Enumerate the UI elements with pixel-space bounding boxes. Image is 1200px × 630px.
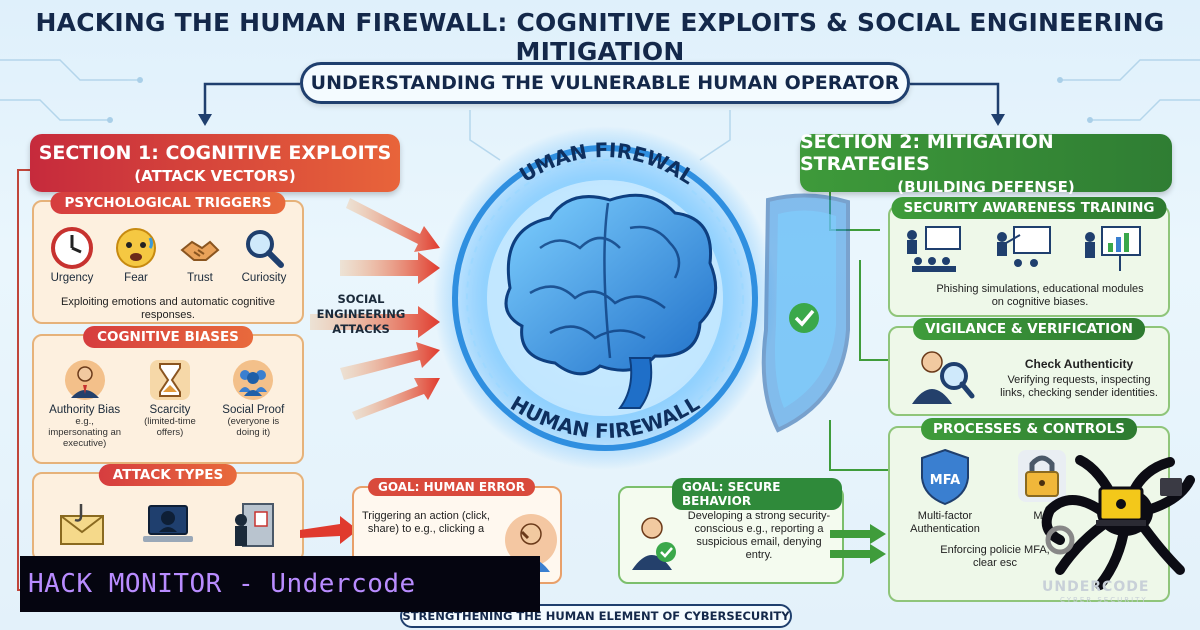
bias-social-proof: Social Proof (everyone is doing it) [215,358,291,449]
octopus-hacker-logo [1041,455,1195,590]
bias-scarcity: Scarcity (limited-time offers) [134,358,206,449]
undercode-brand: UNDERCODE [1042,579,1150,595]
intruder-door-icon [235,503,274,547]
second-control-label: M [1033,510,1043,522]
bias-sub: e.g., impersonating an executive) [48,416,122,449]
clock-icon [51,227,93,269]
social-engineering-label: SOCIAL ENGINEERING ATTACKS [316,292,406,336]
chart-presentation-icon [1085,226,1141,271]
vigilance-tag: VIGILANCE & VERIFICATION [913,318,1145,340]
psychological-triggers-tag: PSYCHOLOGICAL TRIGGERS [50,192,286,214]
goal-error-text: Triggering an action (click, share) to e… [362,510,490,535]
mfa-badge-text: MFA [930,473,960,488]
human-firewall-brain: HUMAN FIREWALL HUMAN FIREWALL [430,108,777,470]
bias-label: Social Proof [222,404,285,416]
trigger-label: Fear [124,272,148,284]
page-title: HACKING THE HUMAN FIREWALL: COGNITIVE EX… [35,8,1165,66]
bias-sub: (everyone is doing it) [227,416,280,438]
section1-title: SECTION 1: COGNITIVE EXPLOITS [38,141,392,164]
presenter-icon [997,226,1051,267]
goal-secure-behavior-box: GOAL: SECURE BEHAVIOR Developing a stron… [618,478,844,584]
processes-tag: PROCESSES & CONTROLS [921,418,1137,440]
mfa-shield-icon: MFA [921,448,969,506]
bias-label: Authority Bias [49,404,121,416]
goal-error-tag: GOAL: HUMAN ERROR [368,478,535,496]
bottom-banner: STRENGTHENING THE HUMAN ELEMENT OF CYBER… [400,604,792,628]
trigger-fear: Fear [105,226,167,284]
processes-text: Enforcing policie MFA, clear esc [940,544,1050,569]
psychological-triggers-panel: PSYCHOLOGICAL TRIGGERS Urgency Fear [32,192,304,324]
inspector-icon [912,351,975,404]
mfa-label: Multi-factor Authentication [910,510,980,535]
magnifying-glass-icon [246,230,284,268]
hacker-laptop-icon [143,505,193,542]
trigger-label: Trust [187,272,213,284]
processes-controls-panel: PROCESSES & CONTROLS MFA Multi-factor Au… [888,418,1170,602]
defense-arrows [830,524,886,564]
padlock-icon [1018,450,1066,502]
goal-secure-text: Developing a strong security-conscious e… [687,510,831,561]
section2-header: SECTION 2: MITIGATION STRATEGIES (BUILDI… [800,130,1172,196]
attack-types-panel: ATTACK TYPES [32,464,304,562]
trigger-curiosity: Curiosity [233,226,295,284]
group-icon [233,360,274,400]
section2-title: SECTION 2: MITIGATION STRATEGIES [800,130,1054,175]
security-training-panel: SECURITY AWARENESS TRAINING Phishing sim… [888,197,1170,317]
fearful-face-icon [116,228,156,268]
watermark-text: HACK MONITOR - Undercode [28,569,416,599]
training-tag: SECURITY AWARENESS TRAINING [891,197,1167,219]
attack-arrows [310,198,440,420]
trigger-label: Curiosity [241,272,287,284]
bias-authority: Authority Bias e.g., impersonating an ex… [45,358,125,449]
psych-description: Exploiting emotions and automatic cognit… [60,296,275,321]
secure-person-icon [632,517,676,570]
training-text: Phishing simulations, educational module… [936,283,1144,308]
cognitive-biases-panel: COGNITIVE BIASES Authority Bias e.g., im… [32,326,304,464]
section2-subtitle: (BUILDING DEFENSE) [897,177,1075,196]
bias-sub: (limited-time offers) [144,416,196,438]
watermark-bar: HACK MONITOR - Undercode [20,556,540,612]
trigger-urgency: Urgency [41,226,103,284]
hourglass-icon [149,360,190,400]
trigger-label: Urgency [50,272,94,284]
subtitle-banner: UNDERSTANDING THE VULNERABLE HUMAN OPERA… [300,62,910,104]
trigger-trust: Trust [169,226,231,284]
shield-icon [761,193,850,433]
cognitive-biases-tag: COGNITIVE BIASES [83,326,253,348]
handshake-icon [180,240,220,261]
classroom-icon [907,226,961,272]
executive-icon [64,360,105,400]
phishing-email-icon [60,504,104,545]
vigilance-title: Check Authenticity [1024,357,1134,371]
bias-label: Scarcity [149,404,191,416]
vigilance-panel: VIGILANCE & VERIFICATION Check Authentic… [888,318,1170,416]
goal-secure-tag: GOAL: SECURE BEHAVIOR [672,478,842,510]
section1-subtitle: (ATTACK VECTORS) [134,166,296,185]
arrow-to-goal-error [300,516,358,544]
vigilance-text: Verifying requests, inspecting links, ch… [1000,374,1158,399]
attack-types-tag: ATTACK TYPES [98,464,238,486]
undercode-brand-sub: CYBER SECURITY [1060,596,1148,604]
section1-header: SECTION 1: COGNITIVE EXPLOITS (ATTACK VE… [30,134,400,192]
